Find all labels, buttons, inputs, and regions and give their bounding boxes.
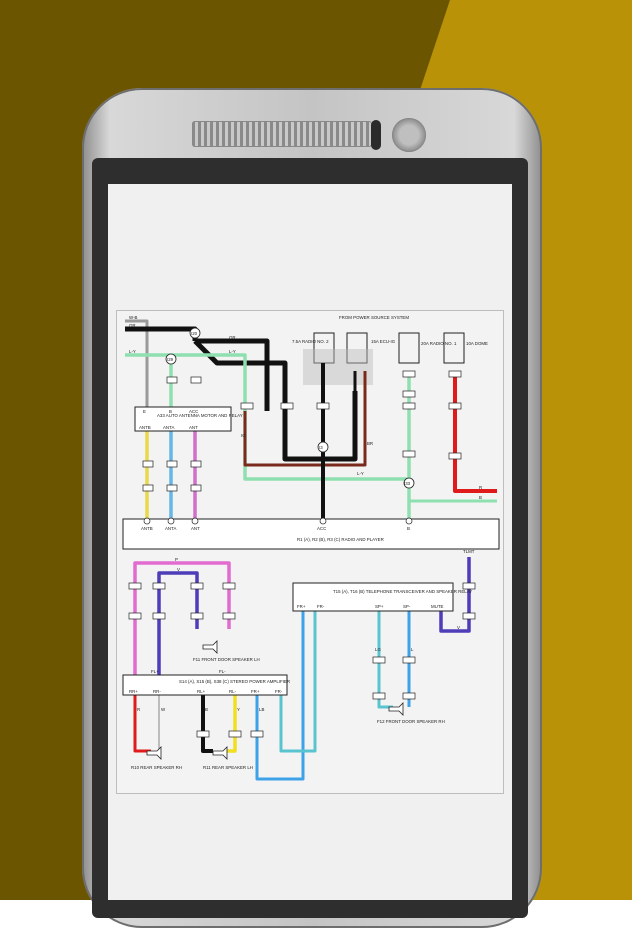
junction-i33: I33 [404,481,411,486]
front-door-lh-label: F11 FRONT DOOR SPEAKER LH [193,657,260,662]
pin-antb: ANTB [141,526,153,531]
stereo-amp-box [122,674,288,696]
front-camera [392,118,426,152]
phone-screen: FROM POWER SOURCE SYSTEM 7.5A RADIO NO. … [108,184,512,900]
antenna-relay-box [134,406,232,432]
fuse-acc-label: 7.5A RADIO NO. 2 [292,339,329,344]
fuse-ecu-label: 15A ECU-IG [371,339,396,344]
pin-fr-minus-tel: FR- [317,604,325,609]
wire-label-v: V [177,567,180,572]
wire-label-gr-2: GR [229,335,236,340]
proximity-sensor [371,120,381,150]
fuse-shading [303,349,373,385]
wire-label-lb: LB [259,707,264,712]
telephone-relay-label: T15 (A), T16 (B) TELEPHONE TRANSCEIVER A… [333,589,472,594]
wire-label-p: P [175,557,178,562]
power-source-label: FROM POWER SOURCE SYSTEM [339,315,409,320]
pin-rr-minus: RR- [153,689,161,694]
junction-i29: I29 [167,357,174,362]
junction-i20: I20 [191,331,198,336]
lower-wires [133,557,471,781]
radio-player-box [122,518,500,550]
front-door-rh-label: F12 FRONT DOOR SPEAKER RH [377,719,445,724]
wire-label-b-2: B [205,707,208,712]
telephone-relay-box [292,582,454,612]
lower-connector-blocks [128,582,476,738]
pin-ant-top: ANT [189,425,198,430]
speaker-icons [146,640,404,760]
wiring-diagram-image[interactable]: FROM POWER SOURCE SYSTEM 7.5A RADIO NO. … [116,310,504,794]
pin-fr-plus: FR+ [251,689,260,694]
wire-label-w: W [161,707,166,712]
wire-label-v-2: V [457,625,460,630]
pin-acc-relay: ACC [189,409,198,414]
pin-b: B [407,526,410,531]
pin-fl-plus: FL+ [151,669,159,674]
wire-label-b: B [479,495,482,500]
pin-ant: ANT [191,526,200,531]
radio-player-label: R1 (A), R2 (B), R3 (C) RADIO AND PLAYER [297,537,384,542]
wire-label-lg: LG [375,647,381,652]
fuse-dome-label: 10A DOME [466,341,488,346]
wire-label-r: R [479,485,482,490]
pin-fr-plus-tel: FR+ [297,604,306,609]
wire-label-wb: W-B [129,315,138,320]
pin-ig: IG [241,433,246,438]
pin-rl-minus: RL- [229,689,237,694]
stereo-amp-label: S14 (A), S15 (B), S38 (C) STEREO POWER A… [179,679,290,684]
pin-anta-top: ANTA [163,425,174,430]
earpiece-speaker [192,121,372,147]
pin-rr-plus: RR+ [129,689,138,694]
pin-fl-minus: FL- [219,669,226,674]
junction-i3: I3 [319,445,323,450]
fuse-boxes [313,332,465,364]
connector-blocks [142,370,462,492]
antenna-relay-label: A33 AUTO ANTENNA MOTOR AND RELAY [157,413,243,418]
pin-rl-plus: RL+ [197,689,206,694]
wire-label-ly: L-Y [129,349,136,354]
tlmt-label: TLMT [463,549,475,554]
pin-sp-plus: SP+ [375,604,384,609]
pin-sp-minus: SP- [403,604,411,609]
pin-acc: ACC [317,526,326,531]
junction-connectors [165,327,415,489]
pin-fr-minus: FR- [275,689,283,694]
pin-mute: MUTE [431,604,444,609]
wire-label-ly-2: L-Y [229,349,236,354]
wire-label-r-2: R [137,707,140,712]
wire-label-ly-3: L-Y [357,471,364,476]
radio-pins [143,517,413,525]
wire-label-gr: GR [129,323,136,328]
rear-rh-label: R10 REAR SPEAKER RH [131,765,182,770]
pin-b-relay: B [169,409,172,414]
pin-antb-top: ANTB [139,425,151,430]
wire-label-y: Y [237,707,240,712]
wire-label-l: L [411,647,414,652]
pin-anta: ANTA [165,526,176,531]
rear-lh-label: R11 REAR SPEAKER LH [203,765,253,770]
pin-e: E [143,409,146,414]
fuse-radio-label: 20A RADIO NO. 1 [421,341,457,346]
wire-label-br: BR [367,441,373,446]
